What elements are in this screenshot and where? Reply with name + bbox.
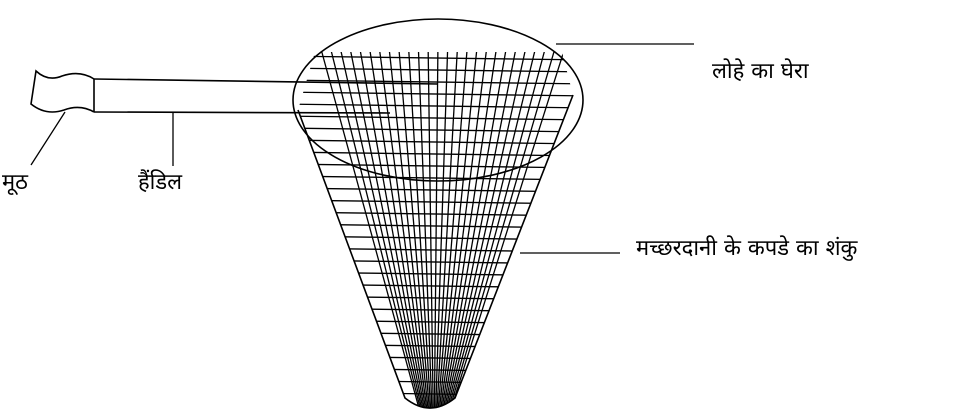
label-iron-ring: लोहे का घेरा — [712, 61, 809, 83]
mesh-horizontal-line — [280, 224, 590, 228]
mesh-horizontal-line — [280, 140, 590, 144]
mesh-horizontal-line — [280, 200, 590, 204]
mesh-horizontal-line — [280, 248, 590, 252]
mesh-horizontal-line — [280, 164, 590, 168]
mesh-horizontal-line — [280, 260, 590, 264]
mesh-horizontal-line — [280, 176, 590, 180]
mesh-horizontal-line — [280, 128, 590, 132]
mesh-horizontal-line — [280, 236, 590, 240]
label-net-cone: मच्छरदानी के कपडे का शंकु — [636, 238, 857, 260]
mesh-horizontal-line — [280, 272, 590, 276]
mesh-horizontal-line — [280, 92, 590, 96]
handle-grip — [31, 71, 94, 112]
mesh-horizontal-line — [280, 104, 590, 108]
mesh-horizontal-line — [280, 212, 590, 216]
handle-rod — [94, 79, 438, 113]
label-handle-grip: मूठ — [2, 172, 28, 194]
net-mesh — [280, 38, 590, 412]
leader-line-grip — [31, 112, 65, 165]
label-handle: हैंडिल — [138, 172, 182, 194]
